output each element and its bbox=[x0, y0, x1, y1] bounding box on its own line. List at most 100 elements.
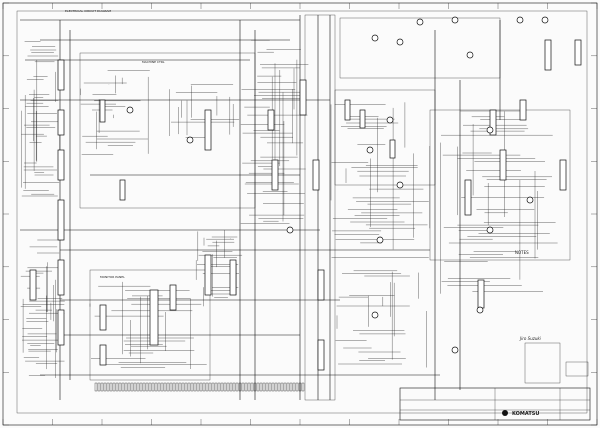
component-symbol bbox=[526, 196, 534, 204]
connector-block bbox=[99, 99, 106, 123]
terminal bbox=[298, 382, 302, 392]
connector-block bbox=[559, 159, 567, 191]
connector-block bbox=[57, 309, 65, 346]
connector-block bbox=[204, 109, 212, 151]
terminal bbox=[187, 382, 191, 392]
main-harness-trunk bbox=[304, 14, 336, 401]
terminal bbox=[199, 382, 203, 392]
terminal bbox=[211, 382, 215, 392]
connector-block bbox=[574, 39, 582, 66]
terminal bbox=[202, 382, 206, 392]
component-symbol bbox=[451, 346, 459, 354]
connector-body bbox=[229, 259, 237, 296]
terminal bbox=[133, 382, 137, 392]
inner-frame bbox=[16, 10, 588, 414]
terminal bbox=[139, 382, 143, 392]
terminal bbox=[190, 382, 194, 392]
terminal bbox=[292, 382, 296, 392]
connector-block bbox=[57, 199, 65, 241]
terminal bbox=[265, 382, 269, 392]
connector-block bbox=[149, 289, 159, 346]
connector-block bbox=[271, 159, 279, 191]
connector-body bbox=[149, 289, 159, 346]
connector-body bbox=[57, 149, 65, 181]
border-ticks bbox=[2, 2, 598, 426]
terminal bbox=[136, 382, 140, 392]
terminal bbox=[121, 382, 125, 392]
terminal bbox=[283, 382, 287, 392]
component-symbol bbox=[376, 236, 384, 244]
component-symbol bbox=[451, 16, 459, 24]
connector-body bbox=[519, 99, 527, 121]
connector-body bbox=[57, 109, 65, 136]
component-symbol bbox=[126, 106, 134, 114]
connector-block bbox=[119, 179, 126, 201]
terminal bbox=[181, 382, 185, 392]
component-symbol bbox=[366, 146, 374, 154]
connector-body bbox=[359, 109, 366, 129]
connector-body bbox=[464, 179, 472, 216]
terminal bbox=[241, 382, 245, 392]
component-symbol bbox=[371, 34, 379, 42]
manufacturer-logo-icon bbox=[502, 410, 508, 416]
component-symbol bbox=[486, 226, 494, 234]
connector-body bbox=[99, 304, 107, 331]
terminal bbox=[238, 382, 242, 392]
connector-block bbox=[317, 339, 325, 371]
connector-body bbox=[389, 139, 396, 159]
terminal bbox=[232, 382, 236, 392]
component-symbol bbox=[541, 16, 549, 24]
terminal bbox=[250, 382, 254, 392]
terminal bbox=[151, 382, 155, 392]
connector-block bbox=[499, 149, 507, 181]
terminal bbox=[301, 382, 305, 392]
connector-body bbox=[57, 259, 65, 296]
component-symbol bbox=[416, 18, 424, 26]
approval-signature: Jiro Suzuki bbox=[519, 336, 542, 341]
connector-block bbox=[99, 304, 107, 331]
terminal bbox=[253, 382, 257, 392]
connector-block bbox=[169, 284, 177, 311]
terminal bbox=[223, 382, 227, 392]
connector-block bbox=[57, 259, 65, 296]
terminal bbox=[100, 382, 104, 392]
terminal bbox=[235, 382, 239, 392]
terminal bbox=[247, 382, 251, 392]
terminal bbox=[268, 382, 272, 392]
connector-body bbox=[99, 344, 107, 366]
terminal bbox=[274, 382, 278, 392]
component-symbol bbox=[186, 136, 194, 144]
connector-body bbox=[489, 109, 497, 136]
terminal bbox=[127, 382, 131, 392]
terminal bbox=[154, 382, 158, 392]
terminal bbox=[226, 382, 230, 392]
monitor-panel bbox=[89, 269, 211, 381]
monitor-label: MONITOR PANEL bbox=[100, 275, 125, 279]
connector-body bbox=[299, 79, 307, 116]
terminal bbox=[112, 382, 116, 392]
terminal bbox=[277, 382, 281, 392]
connector-block bbox=[57, 59, 65, 91]
connector-body bbox=[29, 269, 37, 301]
terminal bbox=[166, 382, 170, 392]
controller-label: MACHINE CTRL bbox=[142, 60, 165, 64]
connector-block bbox=[99, 344, 107, 366]
connector-body bbox=[267, 109, 275, 131]
connector-block bbox=[204, 254, 212, 296]
component-symbol bbox=[386, 116, 394, 124]
wire-group bbox=[20, 15, 558, 400]
connector-block bbox=[312, 159, 320, 191]
terminal bbox=[256, 382, 260, 392]
component-symbol bbox=[396, 181, 404, 189]
notes-block: NOTES Jiro Suzuki bbox=[515, 250, 589, 384]
connector-body bbox=[99, 99, 106, 123]
terminal bbox=[142, 382, 146, 392]
terminal bbox=[163, 382, 167, 392]
terminal bbox=[109, 382, 113, 392]
terminal bbox=[115, 382, 119, 392]
connector-block bbox=[29, 269, 37, 301]
terminal bbox=[262, 382, 266, 392]
terminal bbox=[97, 382, 101, 392]
connector-block bbox=[299, 79, 307, 116]
connector-body bbox=[312, 159, 320, 191]
